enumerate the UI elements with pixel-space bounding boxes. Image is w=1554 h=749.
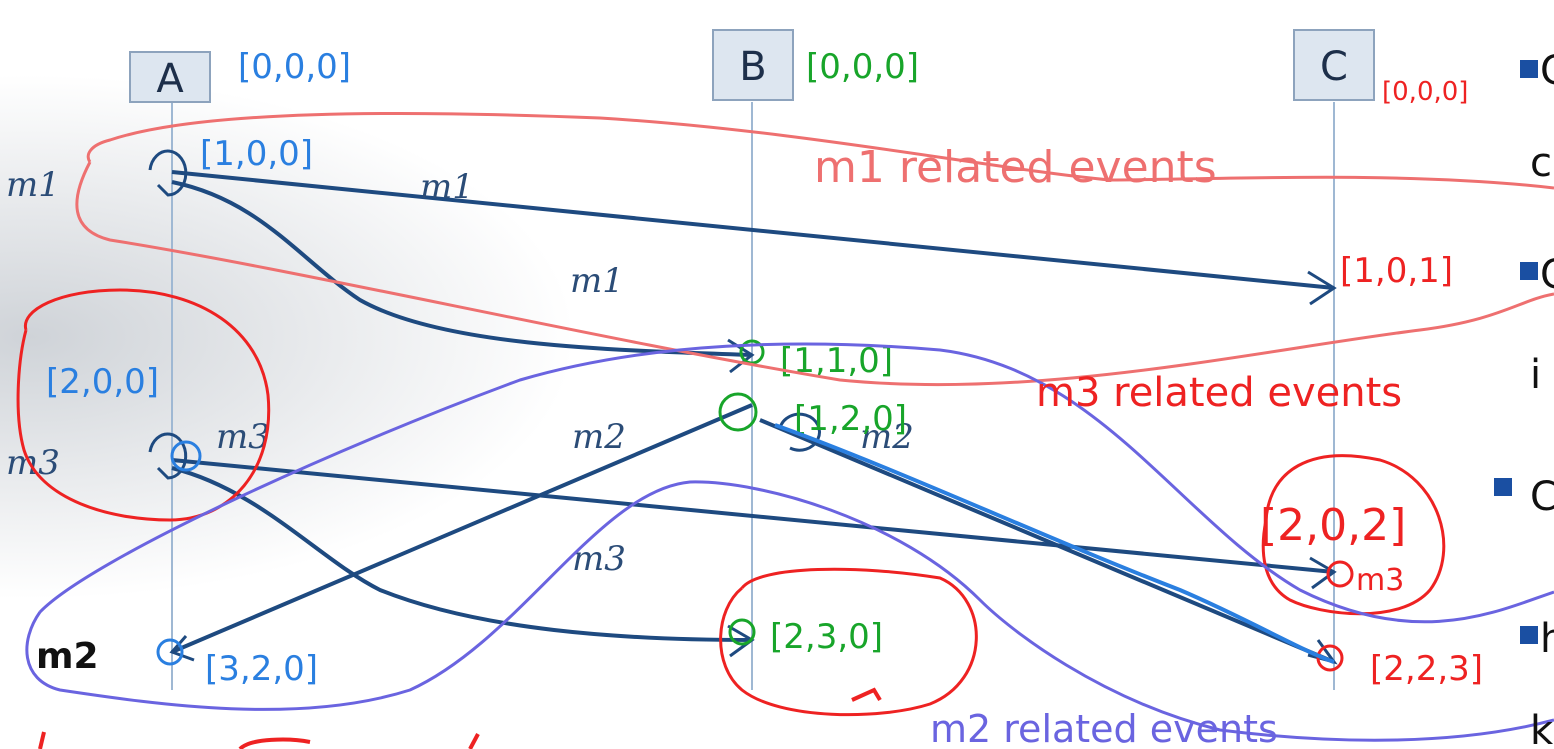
clock-c-recv-m1: [1,0,1] xyxy=(1340,251,1453,291)
label-m1-top: m1 xyxy=(420,167,474,207)
m3-a-outline xyxy=(16,288,271,522)
annotation-m1-group: m1 related events xyxy=(814,142,1217,193)
m3-b-outline xyxy=(719,567,978,717)
arrow-m2-to-c xyxy=(759,418,1335,664)
label-m1-left: m1 xyxy=(6,165,60,205)
m2-group-outline xyxy=(25,342,1554,742)
label-m3-mid: m3 xyxy=(572,539,626,579)
event-c-recv-m2 xyxy=(1316,644,1344,672)
clipped-stroke-4 xyxy=(851,687,882,702)
clipped-stroke-1 xyxy=(38,731,46,749)
event-b-send-m2 xyxy=(718,392,758,432)
clipped-stroke-2 xyxy=(238,737,311,749)
process-a: A xyxy=(129,51,211,103)
process-c-label: C xyxy=(1320,44,1348,90)
label-m2-loop: m2 xyxy=(860,417,914,457)
clock-a-initial: [0,0,0] xyxy=(238,47,351,87)
arrow-m3-to-b xyxy=(171,466,753,642)
side-text-2: c xyxy=(1530,140,1552,186)
event-b-recv-m3 xyxy=(728,618,756,646)
arrow-m2-to-a xyxy=(171,403,753,654)
event-b-recv-m1 xyxy=(739,339,765,365)
process-b-label: B xyxy=(739,44,766,90)
bullet-2 xyxy=(1520,262,1538,280)
event-a-m3 xyxy=(170,440,202,472)
label-m3-left: m3 xyxy=(6,443,60,483)
m1-self-loop-icon xyxy=(148,149,188,197)
m2-self-loop-icon xyxy=(778,412,821,452)
bullet-3 xyxy=(1494,478,1512,496)
side-text-1: C xyxy=(1540,48,1554,94)
clock-b-recv-m3: [2,3,0] xyxy=(770,617,883,657)
annotation-m2-group: m2 related events xyxy=(930,707,1278,749)
side-text-7: k xyxy=(1530,708,1554,749)
clock-c-recv-m3: [2,0,2] xyxy=(1260,500,1406,551)
event-a-m2 xyxy=(156,638,184,666)
bullet-4 xyxy=(1520,626,1538,644)
clock-b-initial: [0,0,0] xyxy=(806,47,919,87)
m3-c-outline xyxy=(1261,454,1446,616)
annotation-m3-group: m3 related events xyxy=(1036,370,1402,416)
side-text-5: C xyxy=(1530,474,1554,520)
clock-b-send-m2: [1,2,0] xyxy=(794,399,907,439)
arrow-head-m1-c xyxy=(1307,270,1337,306)
process-b: B xyxy=(712,29,794,101)
arrow-head-m2-a xyxy=(169,635,195,662)
side-text-4: i xyxy=(1530,352,1541,398)
process-c: C xyxy=(1293,29,1375,101)
label-m2-mid: m2 xyxy=(572,417,626,457)
arrow-m1-to-b xyxy=(171,180,753,357)
bullet-1 xyxy=(1520,60,1538,78)
clock-a-m2: [3,2,0] xyxy=(205,649,318,689)
clock-a-m3: [2,0,0] xyxy=(46,362,159,402)
label-m3-top: m3 xyxy=(216,417,270,457)
m1-group-outline xyxy=(75,111,1554,387)
annotation-m2-marker: m2 xyxy=(36,636,99,677)
arrow-head-m3-c xyxy=(1309,556,1337,590)
arrow-m1-to-c xyxy=(171,170,1335,290)
m2-highlight-stroke xyxy=(774,423,1335,664)
side-text-6: h xyxy=(1540,616,1554,662)
clipped-stroke-3 xyxy=(468,733,480,749)
clock-c-initial: [0,0,0] xyxy=(1382,77,1468,107)
label-m1-mid: m1 xyxy=(570,261,624,301)
arrow-m3-to-c xyxy=(171,458,1335,574)
clock-c-recv-m2: [2,2,3] xyxy=(1370,649,1483,689)
annotation-m3-marker: m3 xyxy=(1356,563,1404,598)
side-text-3: C xyxy=(1540,252,1554,298)
event-c-recv-m3 xyxy=(1326,560,1354,588)
process-a-label: A xyxy=(156,56,184,102)
side-bullet-list: C c C i C h k xyxy=(1494,48,1554,749)
clock-a-m1: [1,0,0] xyxy=(200,134,313,174)
